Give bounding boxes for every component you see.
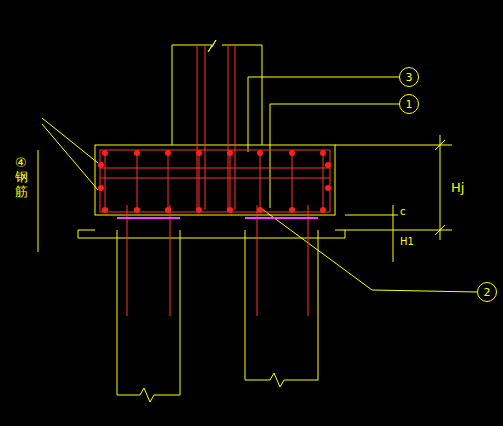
rebar-dot [165, 207, 171, 213]
rebar-dot [196, 207, 202, 213]
rebar-dot [325, 162, 331, 168]
rebar-dot [102, 207, 108, 213]
rebar-dot [98, 185, 104, 191]
leader-line [270, 104, 399, 208]
dim-tick [435, 140, 445, 150]
rebar-dot [325, 185, 331, 191]
extension-line [335, 145, 452, 146]
rebar-dot [196, 150, 202, 156]
pile-head [117, 217, 180, 219]
pile-cap [95, 145, 335, 215]
pile [117, 230, 180, 402]
rebar-dot [320, 207, 326, 213]
dim-tick [435, 225, 445, 235]
rebar-dot [257, 150, 263, 156]
rebar-dot [227, 207, 233, 213]
callout-number: 1 [406, 99, 413, 110]
column-edge [262, 45, 263, 145]
dimension-label: H1 [399, 236, 415, 248]
column-top [172, 40, 262, 52]
text-underline [38, 150, 39, 252]
callout-circle: 2 [477, 282, 497, 302]
column-edge [172, 45, 173, 145]
leader-line [42, 124, 98, 190]
rebar-dot [134, 150, 140, 156]
rebar-dot [134, 207, 140, 213]
dimension-label: c [399, 206, 407, 218]
rebar-note: ④钢筋 [14, 155, 29, 200]
dimension-label: Hj [450, 180, 465, 195]
pile-head [245, 217, 318, 219]
dimension-line [440, 135, 441, 240]
extension-line [345, 215, 398, 216]
rebar-dot [289, 207, 295, 213]
pile [245, 230, 318, 387]
callout-circle: 1 [399, 94, 419, 114]
rebar-dot [102, 150, 108, 156]
rebar-dot [289, 150, 295, 156]
callout-number: 3 [406, 72, 413, 83]
rebar-dot [98, 162, 104, 168]
rebar-cage [100, 45, 330, 316]
callout-circle: 3 [399, 67, 419, 87]
extension-line [345, 230, 452, 231]
rebar-dot [257, 207, 263, 213]
leader-line [248, 77, 399, 152]
leader-line [262, 209, 477, 292]
rebar-dot [165, 150, 171, 156]
rebar-dot [320, 150, 326, 156]
callout-number: 2 [484, 287, 491, 298]
rebar-dot [227, 150, 233, 156]
dimension-line [393, 205, 394, 262]
cushion [78, 230, 345, 238]
